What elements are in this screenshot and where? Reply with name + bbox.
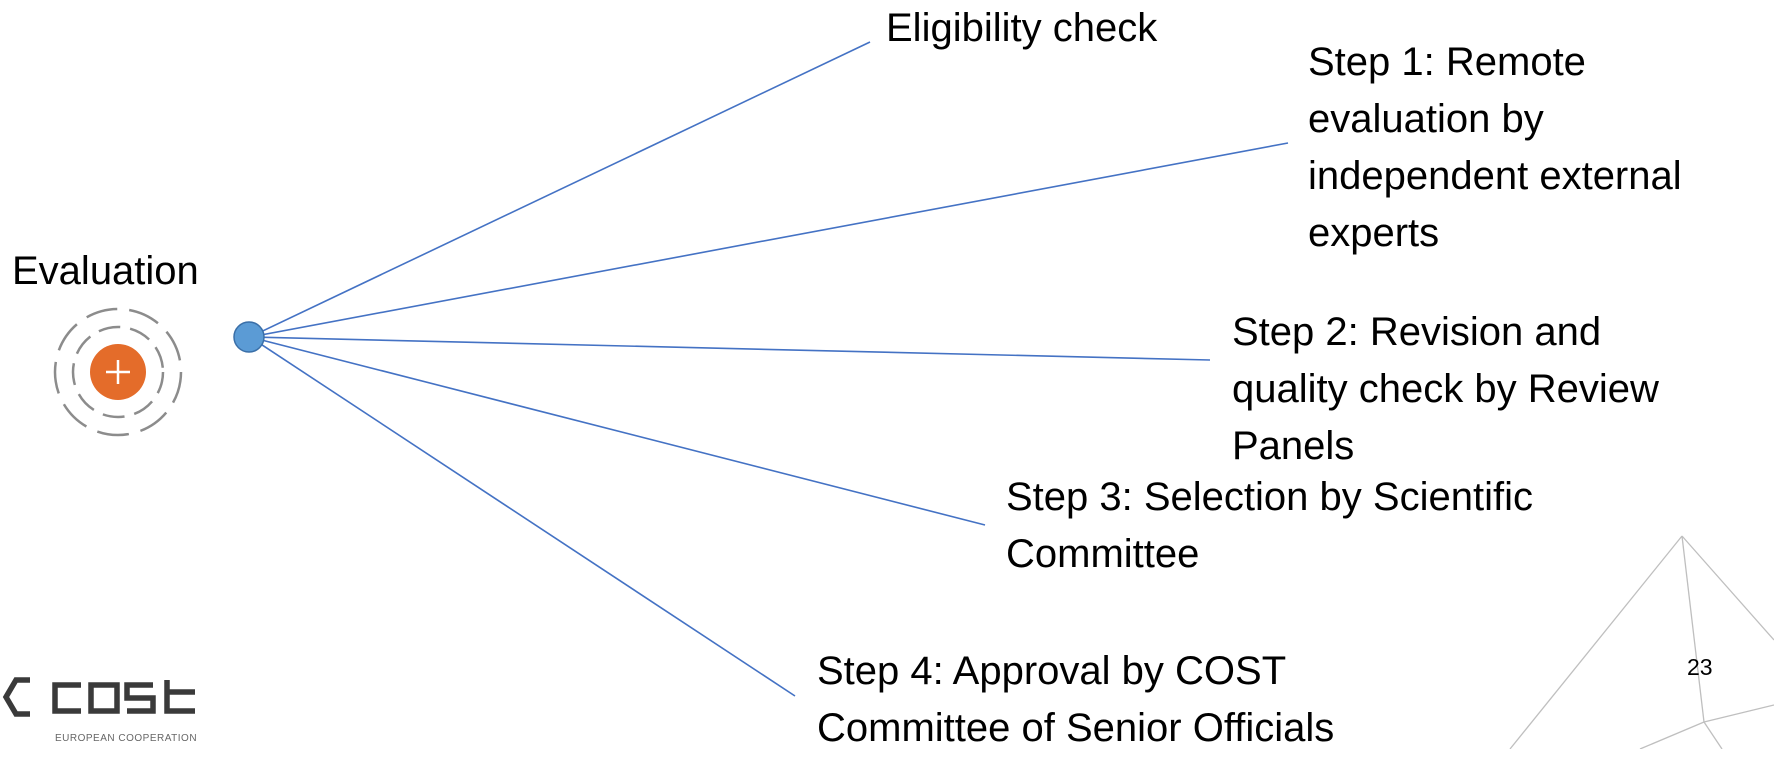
- center-label-evaluation: Evaluation: [12, 249, 199, 293]
- cost-logo-letter-t: [164, 680, 195, 714]
- branch-label-line: Step 1: Remote: [1308, 40, 1586, 84]
- branch-label-line: Step 4: Approval by COST: [817, 649, 1287, 693]
- branch-label-line: quality check by Review: [1232, 367, 1659, 411]
- evaluation-icon: [53, 307, 183, 437]
- branch-label-line: Committee: [1006, 532, 1200, 576]
- cost-logo-letter-s: [124, 682, 156, 714]
- connector-step4: [249, 336, 796, 697]
- branch-label-line: Eligibility check: [886, 6, 1158, 50]
- branch-label-step-1: Step 1: Remote evaluation by independent…: [1308, 34, 1682, 262]
- branch-label-line: Step 2: Revision and: [1232, 310, 1602, 354]
- branch-label-line: evaluation by: [1308, 97, 1544, 141]
- branch-label-line: Committee of Senior Officials: [817, 706, 1335, 750]
- connector-step2: [249, 336, 1211, 361]
- branch-label-step-3: Step 3: Selection by Scientific Committe…: [1006, 469, 1533, 583]
- branch-label-step-4: Step 4: Approval by COST Committee of Se…: [817, 643, 1334, 757]
- icon-inner-ring: [71, 325, 165, 419]
- branch-label-line: independent external: [1308, 154, 1682, 198]
- cost-logo-letter-o: [88, 682, 120, 714]
- central-node: [233, 321, 265, 353]
- cost-logo-hexagon: [2, 677, 30, 717]
- connector-eligibility: [249, 41, 871, 338]
- cost-logo: [2, 677, 195, 717]
- branch-label-line: Step 3: Selection by Scientific: [1006, 475, 1533, 519]
- branch-label-step-2: Step 2: Revision and quality check by Re…: [1232, 304, 1659, 475]
- decorative-triangle-lines: [1509, 535, 1774, 749]
- connector-step1: [249, 142, 1289, 338]
- branch-label-eligibility-check: Eligibility check: [886, 0, 1157, 57]
- cost-logo-subtitle: EUROPEAN COOPERATION: [55, 733, 198, 744]
- icon-outer-ring: [53, 307, 183, 437]
- page-number: 23: [1687, 654, 1713, 680]
- branch-label-line: Panels: [1232, 424, 1355, 468]
- cost-logo-letter-c: [52, 682, 81, 714]
- branch-label-line: experts: [1308, 211, 1440, 255]
- connector-step3: [249, 336, 986, 526]
